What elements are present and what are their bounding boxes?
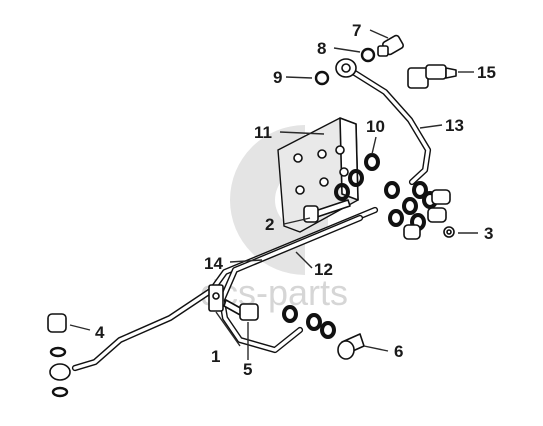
bracket-1 [208, 284, 224, 312]
callout-12: 12 [314, 260, 333, 279]
bolt-5 [223, 299, 259, 321]
callout-labels: 1 2 3 4 5 6 7 8 9 10 11 12 13 14 15 [95, 21, 496, 379]
leader-lines [69, 29, 478, 360]
callout-11: 11 [254, 123, 272, 142]
leader-8 [333, 47, 361, 53]
callout-7: 7 [352, 21, 361, 40]
callout-4: 4 [95, 323, 105, 342]
pipe-assembly [71, 66, 432, 372]
leader-1 [215, 311, 241, 347]
banjo-bolts-right [403, 189, 451, 240]
callout-1: 1 [211, 347, 220, 366]
banjo-bolt-4 [47, 313, 71, 398]
callout-5: 5 [243, 360, 252, 379]
callout-14: 14 [204, 254, 223, 273]
leader-14 [229, 259, 263, 263]
washer-9 [314, 70, 330, 86]
banjo-bolt-6 [337, 333, 365, 360]
banjo-bolt [431, 189, 451, 205]
callout-15: 15 [477, 63, 496, 82]
leader-6 [363, 345, 389, 352]
callout-9: 9 [273, 68, 282, 87]
washer-10 [364, 153, 380, 171]
leader-2 [283, 217, 311, 225]
callout-10: 10 [366, 117, 385, 136]
nut-3 [443, 226, 455, 238]
callout-8: 8 [317, 39, 326, 58]
leader-13 [419, 124, 443, 129]
washer-8 [360, 47, 376, 63]
callout-3: 3 [484, 224, 493, 243]
block-hole [293, 153, 303, 163]
leader-4 [69, 324, 91, 331]
top-banjo [314, 34, 404, 86]
leader-12 [295, 251, 313, 269]
callout-6: 6 [394, 342, 403, 361]
callout-2: 2 [265, 215, 274, 234]
washer-group-lower [282, 305, 336, 339]
callout-13: 13 [445, 116, 464, 135]
leader-11 [279, 131, 325, 135]
leader-7 [369, 29, 389, 39]
leader-9 [285, 76, 313, 79]
fitting-15 [407, 64, 457, 89]
washer-group [334, 153, 438, 231]
leader-10 [371, 136, 377, 155]
